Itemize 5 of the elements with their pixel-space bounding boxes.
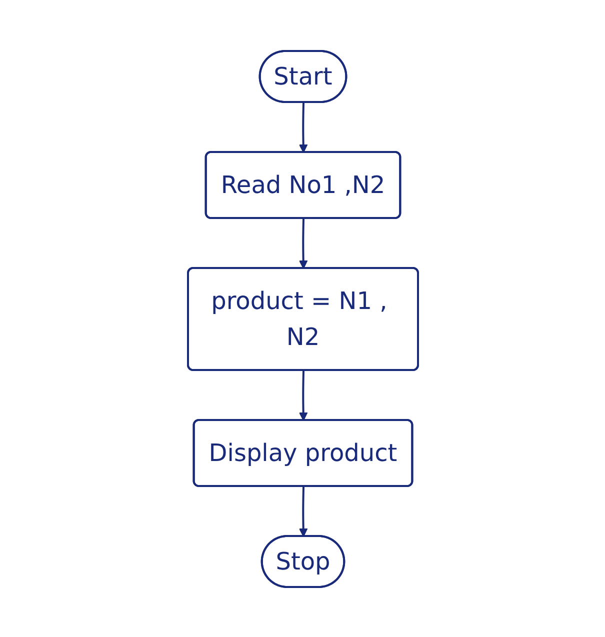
arrow <box>298 486 308 536</box>
node-text: product = N1 , N2 <box>210 286 387 350</box>
arrow <box>298 370 308 420</box>
arrow <box>298 218 308 268</box>
arrow <box>298 102 308 152</box>
